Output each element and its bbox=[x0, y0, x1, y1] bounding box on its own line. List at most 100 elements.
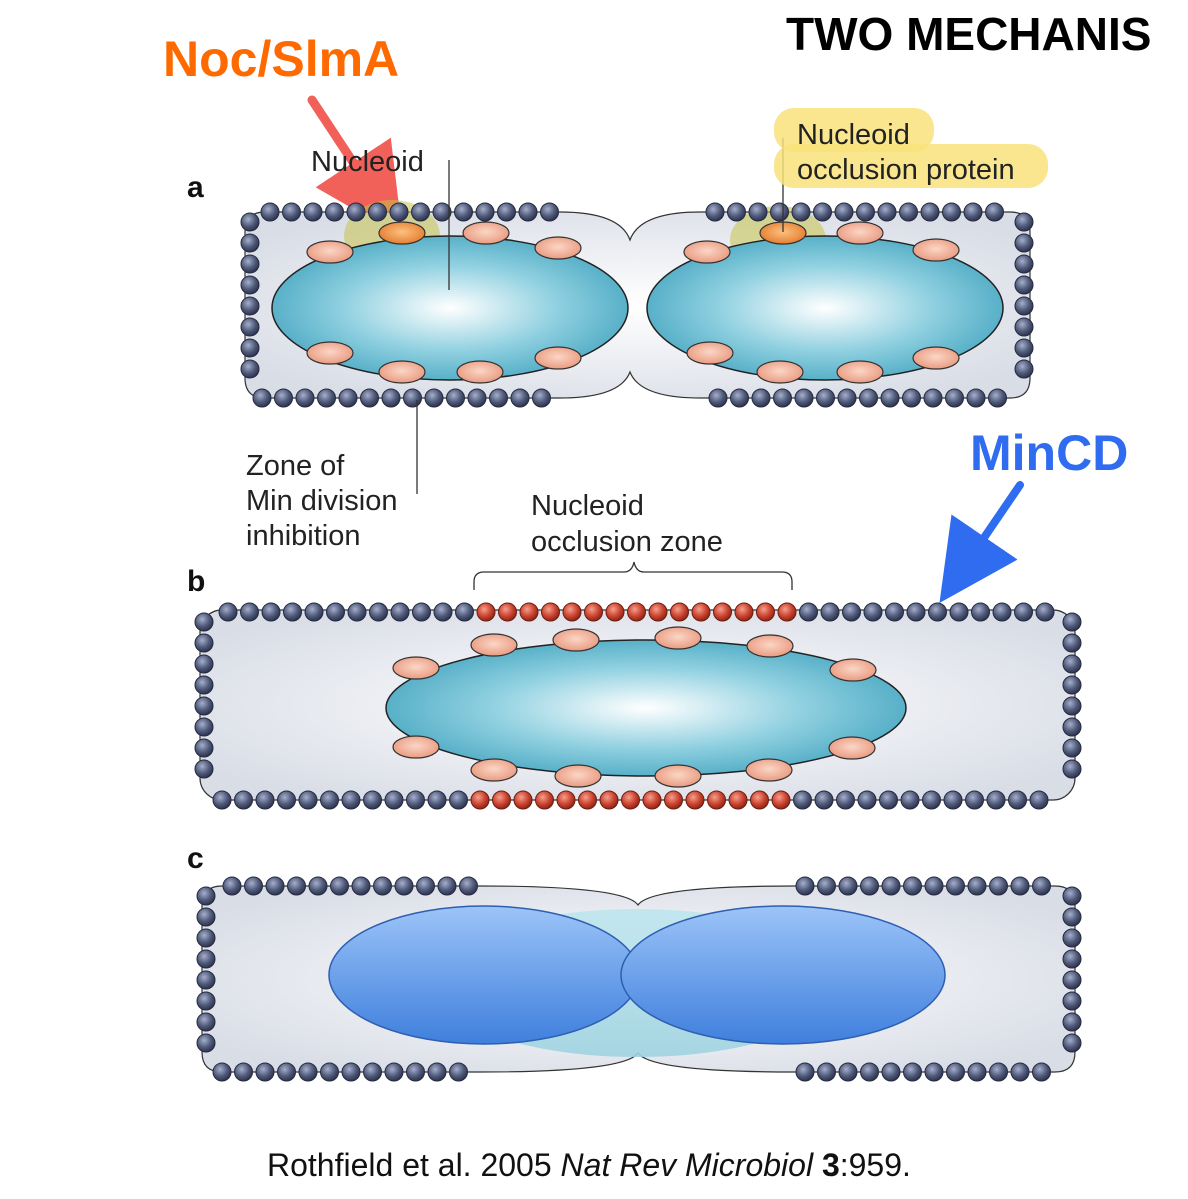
min-protein-bead-red bbox=[670, 602, 689, 622]
membrane-bead bbox=[989, 1062, 1008, 1082]
nucleoid-occlusion-protein bbox=[828, 736, 876, 760]
membrane-bead bbox=[1014, 275, 1034, 295]
membrane-bead bbox=[834, 202, 854, 222]
membrane-bead bbox=[1062, 696, 1082, 716]
min-protein-bead-red bbox=[664, 790, 683, 810]
zone-label-line1: Zone of bbox=[246, 450, 345, 482]
membrane-bead bbox=[1062, 654, 1082, 674]
citation: Rothfield et al. 2005 Nat Rev Microbiol … bbox=[267, 1147, 911, 1183]
nucleoid-label: Nucleoid bbox=[311, 146, 424, 178]
nucleoid-occlusion-protein bbox=[306, 341, 354, 365]
membrane-bead bbox=[942, 202, 961, 222]
min-protein-bead-red bbox=[492, 790, 511, 810]
membrane-bead bbox=[1008, 790, 1027, 810]
noz-bracket bbox=[473, 561, 793, 590]
membrane-bead bbox=[1062, 738, 1082, 758]
nucleoid-occlusion-protein bbox=[378, 360, 426, 384]
membrane-bead bbox=[341, 1062, 361, 1082]
membrane-bead bbox=[194, 654, 214, 674]
membrane-bead bbox=[540, 202, 559, 222]
membrane-bead bbox=[194, 675, 214, 695]
membrane-bead bbox=[234, 1062, 253, 1082]
membrane-bead bbox=[427, 1062, 447, 1082]
membrane-bead bbox=[363, 1062, 382, 1082]
membrane-bead bbox=[252, 388, 272, 408]
membrane-bead bbox=[795, 1062, 815, 1082]
membrane-bead bbox=[338, 388, 358, 408]
membrane-bead bbox=[1014, 254, 1034, 274]
mincd-label: MinCD bbox=[970, 425, 1128, 481]
membrane-bead bbox=[449, 790, 468, 810]
nucleoid-occlusion-protein bbox=[554, 764, 602, 788]
membrane-bead bbox=[381, 388, 401, 408]
membrane-bead bbox=[432, 202, 452, 222]
min-protein-bead-red bbox=[562, 602, 582, 622]
noc-slma-arrow bbox=[307, 95, 403, 238]
membrane-bead bbox=[196, 886, 216, 906]
membrane-bead bbox=[433, 602, 453, 622]
noz-label-line1: Nucleoid bbox=[531, 490, 644, 522]
membrane-bead bbox=[1062, 1033, 1082, 1053]
min-protein-bead-red bbox=[728, 790, 748, 810]
nucleoid-right bbox=[646, 235, 1004, 381]
membrane-bead bbox=[708, 388, 728, 408]
min-protein-bead-red bbox=[777, 602, 797, 622]
membrane-bead bbox=[412, 602, 431, 622]
membrane-bead bbox=[836, 790, 855, 810]
membrane-bead bbox=[240, 275, 260, 295]
membrane-bead bbox=[899, 202, 918, 222]
membrane-bead bbox=[234, 790, 253, 810]
membrane-bead bbox=[881, 876, 901, 896]
nucleoid-occlusion-protein bbox=[552, 628, 600, 652]
membrane-bead bbox=[838, 1062, 858, 1082]
membrane-bead bbox=[437, 876, 457, 896]
nucleoid-occlusion-protein bbox=[745, 758, 793, 782]
membrane-bead bbox=[992, 602, 1012, 622]
membrane-bead bbox=[389, 202, 409, 222]
min-protein-bead-red bbox=[691, 602, 711, 622]
membrane-bead bbox=[277, 790, 296, 810]
membrane-bead bbox=[879, 790, 898, 810]
min-protein-bead-red bbox=[605, 602, 625, 622]
nop-label-line1: Nucleoid bbox=[797, 119, 910, 151]
membrane-bead bbox=[384, 1062, 404, 1082]
membrane-bead bbox=[390, 602, 410, 622]
membrane-bead bbox=[518, 202, 538, 222]
daughter-nucleoid-left bbox=[328, 905, 640, 1045]
membrane-bead bbox=[317, 388, 336, 408]
min-protein-bead-red bbox=[519, 602, 539, 622]
nucleoid-occlusion-protein bbox=[534, 346, 582, 370]
membrane-bead bbox=[406, 790, 425, 810]
membrane-bead bbox=[1014, 338, 1034, 358]
membrane-bead bbox=[966, 388, 986, 408]
min-protein-bead-red bbox=[734, 602, 754, 622]
membrane-bead bbox=[859, 388, 878, 408]
membrane-bead bbox=[770, 202, 789, 222]
nucleoid-occlusion-protein bbox=[534, 236, 582, 260]
panel-b-label: b bbox=[187, 565, 205, 598]
membrane-bead bbox=[791, 202, 811, 222]
nucleoid-occlusion-protein bbox=[686, 341, 734, 365]
membrane-bead bbox=[497, 202, 516, 222]
min-protein-bead-red bbox=[498, 602, 517, 622]
membrane-bead bbox=[1062, 991, 1082, 1011]
membrane-bead bbox=[860, 876, 879, 896]
citation-pages: :959. bbox=[840, 1147, 911, 1183]
membrane-bead bbox=[240, 359, 260, 379]
membrane-bead bbox=[837, 388, 857, 408]
membrane-bead bbox=[240, 254, 260, 274]
membrane-bead bbox=[816, 388, 835, 408]
membrane-bead bbox=[341, 790, 361, 810]
membrane-bead bbox=[1029, 790, 1049, 810]
noz-label-line2: occlusion zone bbox=[531, 526, 723, 558]
membrane-bead bbox=[1062, 949, 1082, 969]
membrane-bead bbox=[795, 876, 815, 896]
membrane-beads-c bbox=[196, 876, 1082, 1082]
membrane-bead bbox=[475, 202, 495, 222]
membrane-bead bbox=[860, 1062, 879, 1082]
membrane-bead bbox=[1062, 970, 1082, 990]
membrane-bead bbox=[880, 388, 900, 408]
membrane-bead bbox=[906, 602, 926, 622]
slide-title: TWO MECHANIS bbox=[786, 8, 1151, 60]
membrane-bead bbox=[326, 602, 345, 622]
